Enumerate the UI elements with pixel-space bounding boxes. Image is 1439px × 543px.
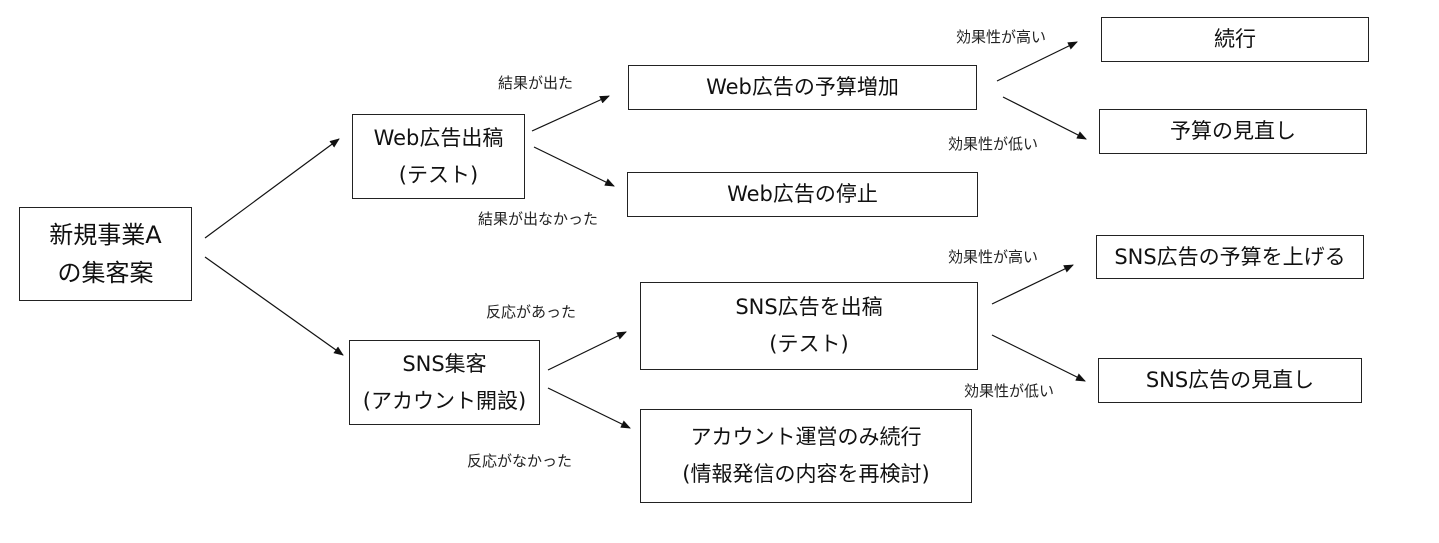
node-root-line2: の集客案 — [57, 259, 154, 287]
label-web-effective-low: 効果性が低い — [948, 135, 1039, 153]
node-sns-line1: SNS集客 — [402, 351, 487, 376]
node-root-line1: 新規事業A — [49, 220, 162, 249]
node-web-ad-line2: (テスト) — [398, 162, 479, 187]
node-sns-ad-review-line1: SNS広告の見直し — [1145, 368, 1315, 393]
arrow-sns-ad-to-budget-up — [991, 264, 1074, 305]
node-sns-ad-line1: SNS広告を出稿 — [735, 295, 883, 320]
node-sns-line2: (アカウント開設) — [362, 388, 527, 413]
node-web-ad-line1: Web広告出稿 — [373, 125, 504, 150]
node-budget-review: 予算の見直し — [1099, 109, 1367, 154]
label-sns-reaction-no: 反応がなかった — [467, 452, 573, 470]
label-sns-effective-low: 効果性が低い — [964, 382, 1055, 400]
label-web-result-yes: 結果が出た — [498, 74, 574, 92]
node-web-budget-up-line1: Web広告の予算増加 — [706, 75, 899, 100]
arrow-web-ad-to-budget-up — [531, 95, 610, 132]
node-web-ad: Web広告出稿 (テスト) — [352, 114, 525, 199]
node-continue: 続行 — [1101, 17, 1369, 62]
node-sns-budget-up: SNS広告の予算を上げる — [1096, 235, 1364, 279]
arrow-root-to-sns — [204, 256, 344, 356]
node-web-budget-up: Web広告の予算増加 — [628, 65, 977, 110]
node-web-stop-line1: Web広告の停止 — [727, 182, 878, 207]
node-sns-ad: SNS広告を出稿 (テスト) — [640, 282, 978, 370]
arrow-sns-to-sns-ad — [547, 331, 627, 371]
arrow-sns-ad-to-review — [991, 334, 1086, 382]
arrow-sns-to-account-only — [547, 387, 631, 429]
node-web-stop: Web広告の停止 — [627, 172, 978, 217]
node-sns-budget-up-line1: SNS広告の予算を上げる — [1114, 244, 1346, 269]
node-account-only-line1: アカウント運営のみ続行 — [690, 425, 922, 450]
label-sns-reaction-yes: 反応があった — [486, 303, 577, 321]
node-root: 新規事業A の集客案 — [19, 207, 192, 301]
arrow-root-to-web-ad — [204, 138, 340, 239]
node-account-only: アカウント運営のみ続行 (情報発信の内容を再検討) — [640, 409, 972, 503]
label-web-effective-high: 効果性が高い — [956, 28, 1047, 46]
arrow-web-ad-to-stop — [533, 146, 615, 187]
arrow-budget-up-to-review — [1002, 96, 1087, 140]
node-sns-ad-line2: (テスト) — [769, 332, 849, 356]
node-sns: SNS集客 (アカウント開設) — [349, 340, 540, 425]
node-budget-review-line1: 予算の見直し — [1170, 119, 1296, 144]
label-web-result-no: 結果が出なかった — [478, 210, 599, 228]
node-account-only-line2: (情報発信の内容を再検討) — [682, 462, 930, 486]
label-sns-effective-high: 効果性が高い — [948, 248, 1039, 266]
node-continue-line1: 続行 — [1214, 27, 1256, 52]
arrow-budget-up-to-continue — [996, 41, 1078, 82]
node-sns-ad-review: SNS広告の見直し — [1098, 358, 1362, 403]
